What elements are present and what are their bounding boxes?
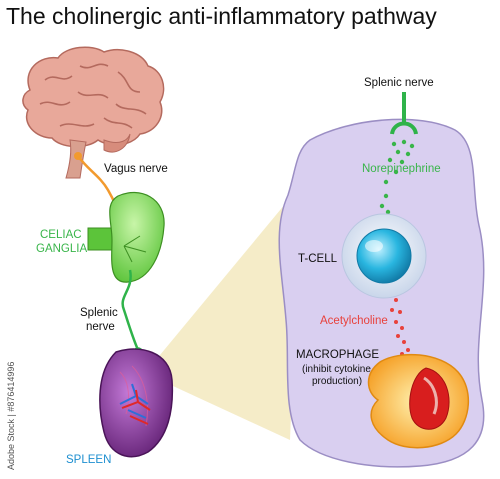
norepinephrine-dots <box>379 139 415 215</box>
celiac-ganglia-icon <box>87 191 165 283</box>
celiac-ganglia-label-line2: GANGLIA <box>36 243 87 255</box>
acetylcholine-label: Acetylcholine <box>320 315 388 327</box>
macrophage-note-line2: production) <box>312 376 362 387</box>
spleen-label: SPLEEN <box>66 454 111 466</box>
diagram-title: The cholinergic anti-inflammatory pathwa… <box>6 3 437 29</box>
brain-icon <box>22 46 165 179</box>
t-cell-label: T-CELL <box>298 253 338 265</box>
vagus-nerve-label: Vagus nerve <box>104 163 168 175</box>
zoom-cone <box>160 186 300 440</box>
splenic-nerve-right-label: Splenic nerve <box>364 77 434 89</box>
splenic-nerve-right-terminal <box>390 121 418 135</box>
macrophage-note-line1: (inhibit cytokine <box>302 364 371 375</box>
norepinephrine-label: Norepinephrine <box>362 163 441 175</box>
side-stock-id: Adobe Stock | #876414996 <box>6 362 16 470</box>
macrophage-icon <box>367 353 470 449</box>
spleen-icon <box>99 348 174 458</box>
macrophage-label: MACROPHAGE <box>296 349 379 361</box>
splenic-nerve-left-label-line1: Splenic <box>80 307 118 319</box>
splenic-nerve-left-line <box>121 269 140 351</box>
vagus-nerve-origin <box>74 152 82 160</box>
celiac-ganglia-label-line1: CELIAC <box>40 229 82 241</box>
t-cell-icon <box>341 213 427 299</box>
splenic-nerve-left-label-line2: nerve <box>86 321 115 333</box>
